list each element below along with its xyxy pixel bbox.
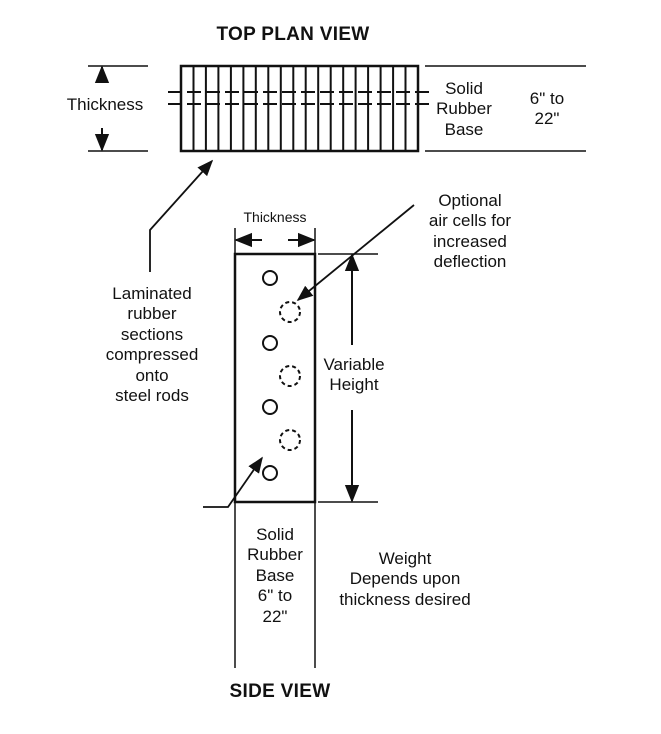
top-size-label: 6" to 22" bbox=[529, 89, 565, 129]
air-cell bbox=[279, 365, 301, 387]
height-label: Variable Height bbox=[318, 355, 390, 396]
top-thickness-label: Thickness bbox=[58, 95, 152, 116]
laminated-leader-side bbox=[203, 456, 263, 508]
top-base-label: Solid Rubber Base bbox=[436, 79, 492, 139]
side-base-label: Solid Rubber Base 6" to 22" bbox=[247, 525, 303, 626]
air-cell bbox=[279, 301, 301, 323]
leader-lines bbox=[149, 159, 415, 508]
steel-rod-hole bbox=[262, 335, 278, 351]
steel-rod-hole bbox=[262, 399, 278, 415]
side-thickness-label: Thickness bbox=[243, 209, 307, 225]
top-view-title: TOP PLAN VIEW bbox=[216, 24, 370, 45]
side-block bbox=[233, 252, 317, 504]
weight-label: Weight Depends upon thickness desired bbox=[339, 549, 471, 609]
side-view bbox=[233, 228, 378, 668]
top-plan-view bbox=[88, 64, 586, 153]
lamination-lines bbox=[192, 66, 407, 151]
air-cell bbox=[279, 429, 301, 451]
steel-rod-hole bbox=[262, 465, 278, 481]
laminated-block-top bbox=[179, 64, 420, 153]
laminated-leader-top bbox=[149, 159, 214, 272]
side-view-title: SIDE VIEW bbox=[229, 681, 331, 702]
steel-rod-hole bbox=[262, 270, 278, 286]
air-cells-leader bbox=[296, 204, 415, 302]
laminated-callout: Laminated rubber sections compressed ont… bbox=[105, 284, 199, 405]
air-cells-callout: Optional air cells for increased deflect… bbox=[428, 191, 512, 272]
